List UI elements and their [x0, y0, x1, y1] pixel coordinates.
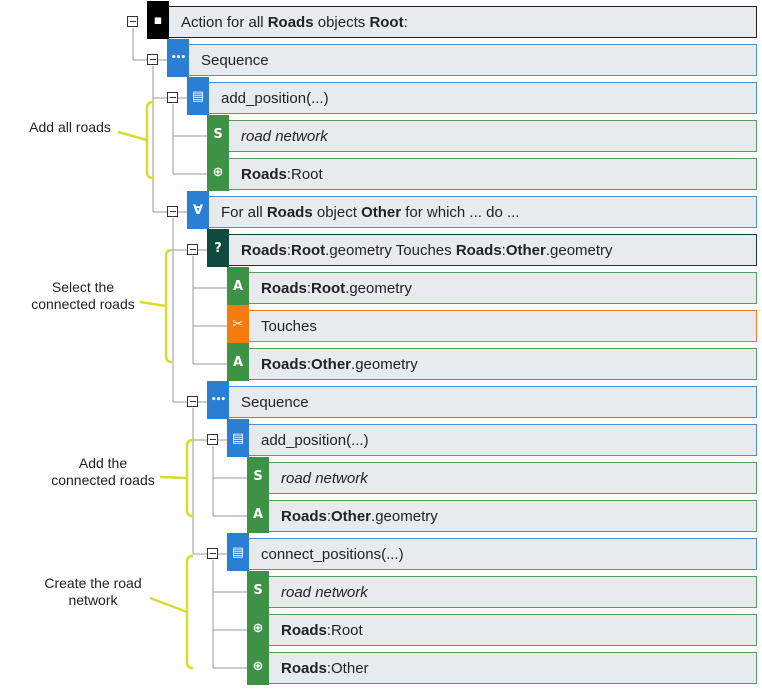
- annotation-bracket: [185, 554, 194, 670]
- node-label: Touches: [261, 317, 317, 335]
- collapse-toggle-icon[interactable]: [167, 92, 178, 103]
- other-geometry-attribute[interactable]: A Roads:Other.geometry: [227, 343, 757, 381]
- node-label: add_position(...): [221, 89, 329, 107]
- action-for-all-node[interactable]: ▪ Action for all Roads objects Root:: [147, 1, 757, 39]
- root-geometry-attribute[interactable]: A Roads:Root.geometry: [227, 267, 757, 305]
- node-label: Action for all Roads objects Root:: [181, 13, 408, 31]
- inner-add-position-node[interactable]: ▤ add_position(...): [227, 419, 757, 457]
- sequence-dots-icon: •••: [167, 39, 189, 77]
- add-position-node[interactable]: ▤ add_position(...): [187, 77, 757, 115]
- node-label: connect_positions(...): [261, 545, 404, 563]
- node-label: Sequence: [201, 51, 269, 69]
- annotation-bracket: [185, 438, 194, 518]
- object-target-icon: ⊕: [207, 153, 229, 191]
- node-label: Roads:Other.geometry: [281, 507, 438, 525]
- annotation-bracket: [164, 248, 173, 364]
- annotation-create-road-network: Create the road network: [44, 575, 142, 608]
- node-label: Roads:Root.geometry: [261, 279, 412, 297]
- collapse-toggle-icon[interactable]: [147, 54, 158, 65]
- annotation-select-connected-roads: Select the connected roads: [31, 279, 135, 312]
- inner-other-geometry-attribute[interactable]: A Roads:Other.geometry: [247, 495, 757, 533]
- node-label: road network: [281, 583, 368, 601]
- node-label: road network: [281, 469, 368, 487]
- attribute-a-icon: A: [227, 343, 249, 381]
- connector-line: [117, 130, 148, 142]
- connect-positions-node[interactable]: ▤ connect_positions(...): [227, 533, 757, 571]
- node-label: Roads:Root.geometry Touches Roads:Other.…: [241, 241, 613, 259]
- spatial-operator-icon: ✂: [227, 305, 249, 343]
- annotation-add-connected-roads: Add the connected roads: [51, 455, 155, 488]
- collapse-toggle-icon[interactable]: [207, 548, 218, 559]
- inner-sequence-node[interactable]: ••• Sequence: [207, 381, 757, 419]
- node-label: Roads:Root: [241, 165, 323, 183]
- action-arrow-icon: ▪: [147, 1, 169, 39]
- collapse-toggle-icon[interactable]: [167, 206, 178, 217]
- annotation-add-all-roads: Add all roads: [29, 119, 111, 135]
- connect-roads-other-object[interactable]: ⊕ Roads:Other: [247, 647, 757, 685]
- collapse-toggle-icon[interactable]: [207, 434, 218, 445]
- collapse-toggle-icon[interactable]: [187, 244, 198, 255]
- procedure-icon: ▤: [187, 77, 209, 115]
- collapse-toggle-icon[interactable]: [187, 396, 198, 407]
- node-label: For all Roads object Other for which ...…: [221, 203, 520, 221]
- annotation-bracket: [145, 100, 154, 180]
- procedure-icon: ▤: [227, 419, 249, 457]
- touches-condition-node[interactable]: ? Roads:Root.geometry Touches Roads:Other…: [207, 229, 757, 267]
- node-label: road network: [241, 127, 328, 145]
- node-label: add_position(...): [261, 431, 369, 449]
- node-label: Roads:Root: [281, 621, 363, 639]
- sequence-dots-icon: •••: [207, 381, 229, 419]
- string-s-icon: S: [247, 457, 269, 495]
- touches-operator-node[interactable]: ✂ Touches: [227, 305, 757, 343]
- node-label: Sequence: [241, 393, 309, 411]
- string-s-icon: S: [207, 115, 229, 153]
- sequence-node[interactable]: ••• Sequence: [167, 39, 757, 77]
- for-all-loop-node[interactable]: ∀ For all Roads object Other for which ..…: [187, 191, 757, 229]
- question-icon: ?: [207, 229, 229, 267]
- collapse-toggle-icon[interactable]: [127, 16, 138, 27]
- string-s-icon: S: [247, 571, 269, 609]
- procedure-icon: ▤: [227, 533, 249, 571]
- node-label: Roads:Other.geometry: [261, 355, 418, 373]
- object-target-icon: ⊕: [247, 647, 269, 685]
- for-all-icon: ∀: [187, 191, 209, 229]
- node-label: Roads:Other: [281, 659, 369, 677]
- attribute-a-icon: A: [247, 495, 269, 533]
- object-target-icon: ⊕: [247, 609, 269, 647]
- roads-root-object[interactable]: ⊕ Roads:Root: [207, 153, 757, 191]
- connect-roads-root-object[interactable]: ⊕ Roads:Root: [247, 609, 757, 647]
- attribute-a-icon: A: [227, 267, 249, 305]
